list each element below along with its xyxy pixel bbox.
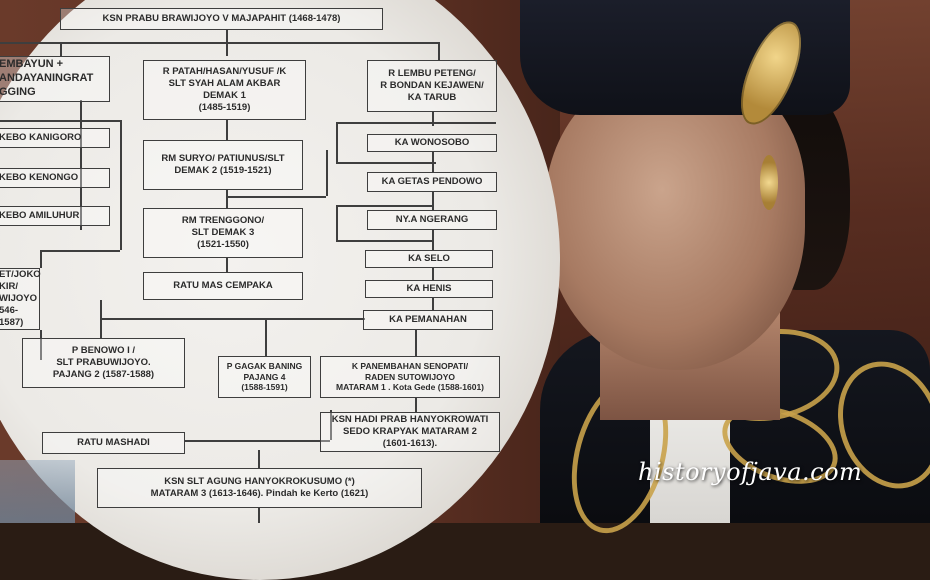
box-label: R PATAH/HASAN/YUSUF /K SLT SYAH ALAM AKB… <box>146 66 303 114</box>
box-benowo: P BENOWO I / SLT PRABUWIJOYO. PAJANG 2 (… <box>22 338 185 388</box>
connector-line <box>432 192 434 210</box>
connector-line <box>258 508 260 523</box>
connector-line <box>336 205 432 207</box>
box-kebo-kenongo: KEBO KENONGO <box>0 168 110 188</box>
box-suryo: RM SURYO/ PATIUNUS/SLT DEMAK 2 (1519-152… <box>143 140 303 190</box>
connector-line <box>120 120 122 250</box>
box-label: RM SURYO/ PATIUNUS/SLT DEMAK 2 (1519-152… <box>146 153 300 177</box>
box-trenggono: RM TRENGGONO/ SLT DEMAK 3 (1521-1550) <box>143 208 303 258</box>
box-senopati: K PANEMBAHAN SENOPATI/ RADEN SUTOWIJOYO … <box>320 356 500 398</box>
connector-line <box>100 300 102 338</box>
gold-earring <box>760 155 778 210</box>
box-label: KA HENIS <box>368 283 490 295</box>
box-henis: KA HENIS <box>365 280 493 298</box>
connector-line <box>432 112 434 126</box>
connector-line <box>432 152 434 172</box>
box-label: KA SELO <box>368 253 490 265</box>
box-getas: KA GETAS PENDOWO <box>367 172 497 192</box>
genealogy-chart: KSN PRABU BRAWIJOYO V MAJAPAHIT (1468-14… <box>0 0 560 523</box>
box-cempaka: RATU MAS CEMPAKA <box>143 272 303 300</box>
connector-line <box>0 120 120 122</box>
connector-line <box>336 122 338 162</box>
box-ngerang: NY.A NGERANG <box>367 210 497 230</box>
connector-line <box>336 162 436 164</box>
box-label: K PANEMBAHAN SENOPATI/ RADEN SUTOWIJOYO … <box>323 361 497 393</box>
box-brawijoyo: KSN PRABU BRAWIJOYO V MAJAPAHIT (1468-14… <box>60 8 383 30</box>
connector-line <box>226 42 228 56</box>
box-lembu: R LEMBU PETENG/ R BONDAN KEJAWEN/ KA TAR… <box>367 60 497 112</box>
box-label: KEBO KANIGORO <box>0 132 81 144</box>
box-selo: KA SELO <box>365 250 493 268</box>
box-label: KA GETAS PENDOWO <box>370 176 494 188</box>
box-label: KSN HADI PRAB HANYOKROWATI SEDO KRAPYAK … <box>323 414 497 450</box>
connector-line <box>415 330 417 356</box>
box-label: P BENOWO I / SLT PRABUWIJOYO. PAJANG 2 (… <box>25 345 182 381</box>
connector-line <box>336 240 432 242</box>
connector-line <box>60 42 62 56</box>
box-label: KA WONOSOBO <box>370 137 494 149</box>
box-label: KEBO AMILUHUR <box>0 210 79 222</box>
box-label: NY.A NGERANG <box>370 214 494 226</box>
connector-line <box>432 230 434 250</box>
box-label: EMBAYUN + ANDAYANINGRAT GGING <box>0 58 93 99</box>
box-embayun: EMBAYUN + ANDAYANINGRAT GGING <box>0 56 110 102</box>
box-label: P GAGAK BANING PAJANG 4 (1588-1591) <box>221 361 308 393</box>
connector-line <box>226 30 228 42</box>
box-label: RATU MAS CEMPAKA <box>146 280 300 292</box>
box-joko: ET/JOKO KIR/ WIJOYO 546-1587) <box>0 268 40 330</box>
box-patah: R PATAH/HASAN/YUSUF /K SLT SYAH ALAM AKB… <box>143 60 306 120</box>
connector-line <box>326 150 328 196</box>
connector-line <box>432 268 434 280</box>
box-wonosobo: KA WONOSOBO <box>367 134 497 152</box>
connector-line <box>226 190 228 208</box>
box-kebo-amiluhur: KEBO AMILUHUR <box>0 206 110 226</box>
connector-line <box>432 298 434 310</box>
box-label: R LEMBU PETENG/ R BONDAN KEJAWEN/ KA TAR… <box>370 68 494 104</box>
connector-line <box>438 42 440 60</box>
connector-line <box>100 318 365 320</box>
connector-line <box>336 205 338 240</box>
box-mashadi: RATU MASHADI <box>42 432 185 454</box>
connector-line <box>265 318 267 356</box>
connector-line <box>40 250 42 268</box>
box-gagak: P GAGAK BANING PAJANG 4 (1588-1591) <box>218 356 311 398</box>
box-label: KSN PRABU BRAWIJOYO V MAJAPAHIT (1468-14… <box>63 13 380 25</box>
box-label: ET/JOKO KIR/ WIJOYO 546-1587) <box>0 269 41 328</box>
connector-line <box>415 398 417 412</box>
box-kebo-kanigoro: KEBO KANIGORO <box>0 128 110 148</box>
connector-line <box>226 120 228 140</box>
box-label: RM TRENGGONO/ SLT DEMAK 3 (1521-1550) <box>146 215 300 251</box>
connector-line <box>40 250 120 252</box>
box-label: KSN SLT AGUNG HANYOKROKUSUMO (*) MATARAM… <box>100 476 419 500</box>
portrait-hat <box>520 0 850 115</box>
connector-line <box>185 440 330 442</box>
connector-line <box>336 122 496 124</box>
connector-line <box>258 450 260 468</box>
box-label: RATU MASHADI <box>45 437 182 449</box>
box-agung: KSN SLT AGUNG HANYOKROKUSUMO (*) MATARAM… <box>97 468 422 508</box>
watermark-text: historyofjava.com <box>638 458 862 486</box>
connector-line <box>226 196 326 198</box>
box-hanyokrowati: KSN HADI PRAB HANYOKROWATI SEDO KRAPYAK … <box>320 412 500 452</box>
box-pemanahan: KA PEMANAHAN <box>363 310 493 330</box>
connector-line <box>0 42 438 44</box>
connector-line <box>226 258 228 272</box>
box-label: KEBO KENONGO <box>0 172 78 184</box>
box-label: KA PEMANAHAN <box>366 314 490 326</box>
